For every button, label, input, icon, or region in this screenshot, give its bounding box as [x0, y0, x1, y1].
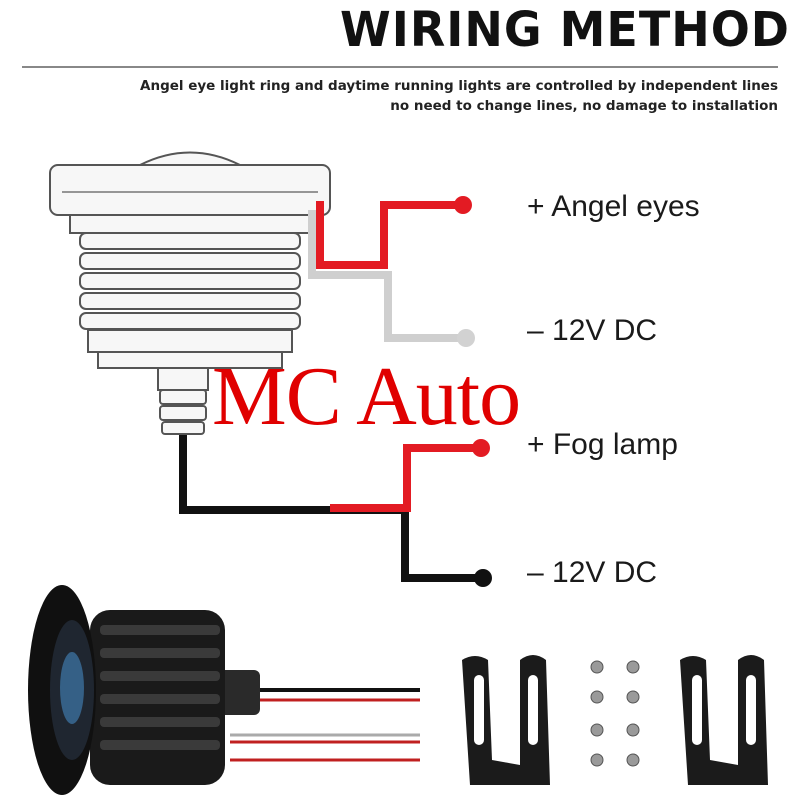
terminal-gray-negative: [457, 329, 475, 347]
page-title: WIRING METHOD: [339, 0, 790, 58]
mounting-bracket-left: [462, 655, 550, 785]
label-fog-lamp: + Fog lamp: [527, 428, 678, 461]
label-angel-eyes: + Angel eyes: [527, 190, 700, 223]
terminal-fog-lamp: [472, 439, 490, 457]
watermark-text: MC Auto: [212, 350, 521, 443]
terminal-black-negative: [474, 569, 492, 587]
label-negative-12v-lower: – 12V DC: [527, 556, 658, 589]
title-divider: [22, 66, 778, 68]
subtitle-line-2: no need to change lines, no damage to in…: [390, 98, 778, 114]
fog-lamp-photo: [28, 585, 420, 795]
wire-red-fog-lamp: [330, 444, 481, 512]
terminal-angel-eyes: [454, 196, 472, 214]
wire-red-angel-eyes: [316, 201, 463, 269]
subtitle-line-1: Angel eye light ring and daytime running…: [140, 78, 778, 94]
wire-gray-negative: [308, 210, 466, 342]
screws: [590, 660, 640, 767]
label-negative-12v-upper: – 12V DC: [527, 314, 658, 347]
mounting-bracket-right: [680, 655, 768, 785]
lamp-outline-drawing: [49, 151, 331, 435]
